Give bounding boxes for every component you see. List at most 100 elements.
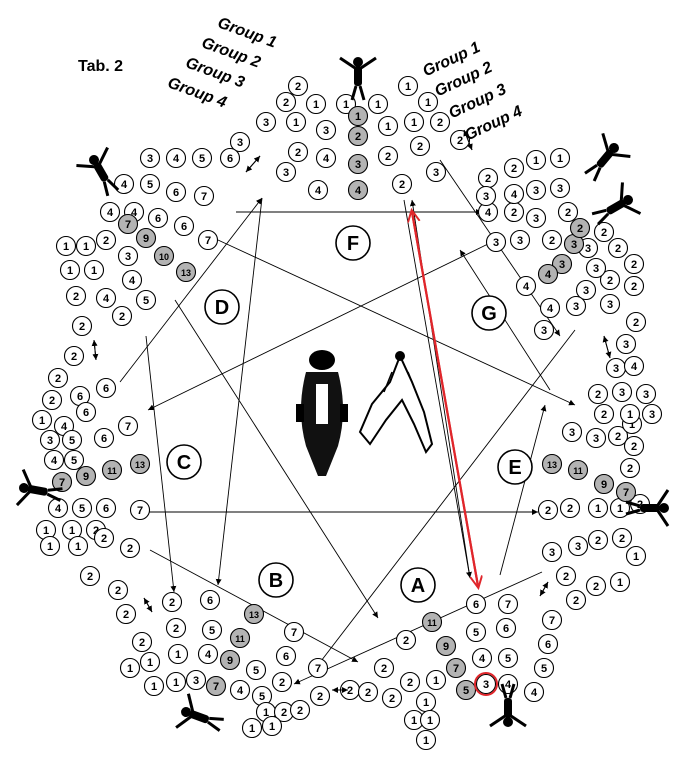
formation-number: 5	[73, 499, 92, 518]
svg-text:1: 1	[627, 409, 633, 421]
svg-text:3: 3	[623, 339, 629, 351]
svg-text:4: 4	[205, 649, 212, 661]
svg-text:4: 4	[523, 281, 530, 293]
svg-text:3: 3	[569, 427, 575, 439]
svg-text:2: 2	[281, 707, 287, 719]
formation-number: 1	[419, 93, 438, 112]
gymnast-topleft-icon	[76, 147, 129, 202]
svg-text:13: 13	[181, 268, 191, 278]
svg-text:5: 5	[541, 663, 547, 675]
svg-text:4: 4	[511, 189, 518, 201]
formation-number: 1	[243, 719, 262, 738]
formation-number: 1	[69, 537, 88, 556]
formation-number: 3	[487, 233, 506, 252]
svg-text:6: 6	[207, 595, 213, 607]
svg-text:7: 7	[549, 615, 555, 627]
formation-number: 4	[625, 357, 644, 376]
connection-arrow	[500, 405, 545, 575]
formation-number: 5	[535, 659, 554, 678]
station-markers: FGEABCD	[167, 226, 532, 602]
svg-text:3: 3	[147, 153, 153, 165]
svg-text:4: 4	[55, 503, 62, 515]
formation-number: 2	[349, 127, 368, 146]
formation-number: 3	[543, 543, 562, 562]
svg-text:3: 3	[575, 541, 581, 553]
svg-text:3: 3	[593, 263, 599, 275]
formation-number: 4	[505, 185, 524, 204]
formation-number: 1	[167, 673, 186, 692]
formation-number: 5	[137, 291, 156, 310]
svg-text:6: 6	[103, 383, 109, 395]
formation-number: 7	[617, 483, 636, 502]
formation-number: 4	[517, 277, 536, 296]
svg-text:2: 2	[593, 581, 599, 593]
svg-text:2: 2	[101, 533, 107, 545]
formation-number: 3	[587, 429, 606, 448]
svg-text:2: 2	[139, 637, 145, 649]
formation-number: 1	[527, 151, 546, 170]
formation-number: 5	[467, 623, 486, 642]
formation-number: 5	[499, 649, 518, 668]
center-gymnast-pair-icon	[360, 351, 432, 452]
station-d: D	[205, 290, 239, 324]
svg-text:2: 2	[103, 235, 109, 247]
formation-number: 1	[287, 113, 306, 132]
svg-text:2: 2	[295, 81, 301, 93]
formation-number: 2	[397, 631, 416, 650]
formation-number: 3	[277, 163, 296, 182]
formation-number: 7	[195, 187, 214, 206]
formation-number: 9	[137, 229, 156, 248]
svg-text:2: 2	[71, 351, 77, 363]
connection-arrow	[218, 198, 262, 585]
svg-text:3: 3	[607, 299, 613, 311]
svg-text:5: 5	[209, 625, 215, 637]
svg-text:6: 6	[77, 391, 83, 403]
svg-text:6: 6	[227, 153, 233, 165]
svg-text:4: 4	[121, 179, 128, 191]
svg-text:5: 5	[253, 665, 259, 677]
svg-text:2: 2	[169, 597, 175, 609]
svg-text:2: 2	[437, 117, 443, 129]
svg-text:1: 1	[151, 681, 157, 693]
formation-number: 5	[141, 175, 160, 194]
svg-text:2: 2	[297, 705, 303, 717]
svg-text:3: 3	[649, 409, 655, 421]
formation-number: 3	[317, 121, 336, 140]
svg-text:3: 3	[493, 237, 499, 249]
svg-text:2: 2	[565, 207, 571, 219]
svg-text:2: 2	[385, 151, 391, 163]
svg-text:1: 1	[533, 155, 539, 167]
formation-number: 3	[607, 359, 626, 378]
formation-number: 1	[145, 677, 164, 696]
svg-text:2: 2	[485, 173, 491, 185]
formation-number: 2	[479, 169, 498, 188]
svg-text:1: 1	[633, 551, 639, 563]
formation-number: 5	[247, 661, 266, 680]
formation-number: 2	[359, 683, 378, 702]
formation-number: 2	[539, 501, 558, 520]
formation-number: 6	[497, 619, 516, 638]
formation-number: 1	[417, 731, 436, 750]
formation-number: 3	[551, 179, 570, 198]
formation-number: 2	[289, 77, 308, 96]
svg-text:6: 6	[181, 221, 187, 233]
small-arrow	[540, 582, 548, 596]
formation-number: 2	[97, 231, 116, 250]
formation-number: 3	[569, 537, 588, 556]
svg-text:4: 4	[531, 687, 538, 699]
svg-text:3: 3	[193, 675, 199, 687]
formation-number: 11	[423, 613, 442, 632]
svg-text:3: 3	[619, 387, 625, 399]
formation-number: 5	[63, 431, 82, 450]
svg-text:4: 4	[315, 185, 322, 197]
tab-label: Tab. 2	[78, 58, 123, 76]
svg-text:3: 3	[483, 191, 489, 203]
svg-text:1: 1	[343, 99, 349, 111]
gymnast-bottomleft-icon	[175, 693, 228, 742]
station-label: G	[481, 303, 497, 325]
station-b: B	[259, 563, 293, 597]
formation-number: 11	[103, 461, 122, 480]
formation-number: 1	[57, 237, 76, 256]
formation-number: 2	[43, 391, 62, 410]
svg-text:1: 1	[39, 415, 45, 427]
